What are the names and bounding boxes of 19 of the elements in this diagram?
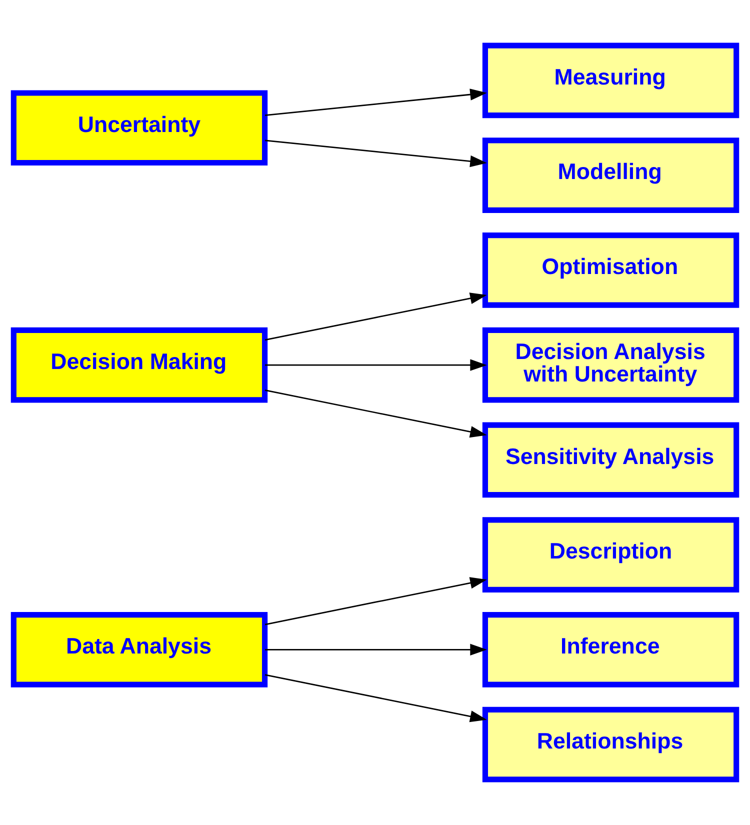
arrow	[264, 577, 487, 626]
node-box: Optimisation	[482, 232, 740, 308]
node-box: Sensitivity Analysis	[482, 422, 740, 498]
node-box: Decision Making	[10, 327, 268, 403]
arrow	[265, 644, 487, 656]
arrow	[264, 674, 487, 722]
arrow	[264, 140, 487, 168]
node-box: Measuring	[482, 42, 740, 118]
node-box: Modelling	[482, 138, 740, 213]
node-box: Uncertainty	[10, 90, 268, 166]
node-box: Relationships	[482, 706, 740, 782]
node-box: Description	[482, 517, 740, 592]
arrow	[265, 359, 487, 371]
arrow	[264, 390, 487, 438]
node-box: Data Analysis	[10, 612, 268, 688]
node-box: Inference	[482, 612, 740, 688]
node-box: Decision Analysis with Uncertainty	[482, 327, 740, 403]
arrow	[264, 292, 487, 341]
arrow	[264, 88, 487, 116]
